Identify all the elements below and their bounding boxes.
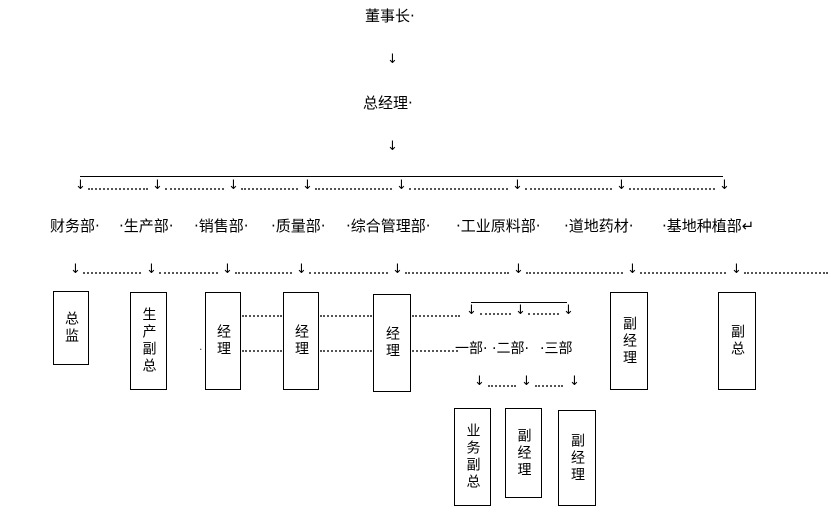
dot-marker: ·	[199, 343, 204, 356]
dotted-filler	[88, 188, 148, 190]
box-label: 业务副总	[464, 423, 481, 491]
box-label: 副经理	[621, 315, 637, 367]
arrow-sub-box-2: ↓	[521, 374, 532, 389]
box-label: 经理	[215, 324, 231, 358]
dept-base-planting: ·基地种植部↵	[662, 217, 755, 235]
dotted-filler	[488, 385, 516, 387]
arrow-sub-3: ↓	[222, 262, 233, 277]
arrow-sub-unit-1: ↓	[466, 303, 477, 318]
arrow-sub-6: ↓	[513, 262, 524, 277]
general-manager-node: 总经理·	[363, 94, 413, 112]
arrow-dept-4: ↓	[302, 178, 313, 193]
dotted-connector	[242, 350, 282, 352]
arrow-sub-4: ↓	[296, 262, 307, 277]
arrow-sub-7: ↓	[627, 262, 638, 277]
dotted-filler	[525, 188, 612, 190]
dotted-filler	[629, 188, 715, 190]
box-sales-manager: 经理	[205, 292, 241, 390]
dotted-filler	[235, 272, 292, 274]
box-unit3-deputy-manager: 副经理	[558, 410, 596, 506]
dotted-filler	[309, 272, 388, 274]
box-label: 副经理	[569, 432, 585, 484]
arrow-dept-7: ↓	[616, 178, 627, 193]
dotted-filler	[526, 272, 623, 274]
dotted-filler	[405, 272, 509, 274]
arrow-sub-8: ↓	[731, 262, 742, 277]
dotted-connector	[412, 315, 460, 317]
dept-sales: ·销售部·	[194, 217, 249, 235]
box-label: 副总	[729, 324, 745, 358]
sub-unit-2: ·二部·	[492, 341, 529, 357]
dotted-connector	[320, 315, 372, 317]
arrow-sub-5: ↓	[392, 262, 403, 277]
dept-production: ·生产部·	[119, 217, 174, 235]
arrow-dept-5: ↓	[396, 178, 407, 193]
arrow-sub-1: ↓	[70, 262, 81, 277]
box-label: 总监	[63, 311, 79, 345]
box-unit1-business-vp: 业务副总	[454, 408, 491, 506]
sub-unit-3: ·三部	[540, 341, 573, 357]
box-unit2-deputy-manager: 副经理	[505, 408, 542, 498]
arrow-dept-1: ↓	[75, 178, 86, 193]
box-admin-manager: 经理	[373, 294, 411, 392]
arrow-gm-to-branch: ↓	[387, 139, 398, 154]
arrow-dept-2: ↓	[152, 178, 163, 193]
dotted-filler	[640, 272, 726, 274]
arrow-sub-box-1: ↓	[474, 374, 485, 389]
box-planting-deputy-gm: 副总	[718, 292, 756, 390]
dept-industrial-materials: ·工业原料部·	[456, 217, 541, 235]
dotted-filler	[159, 272, 218, 274]
dotted-connector	[412, 350, 458, 352]
dotted-filler	[528, 313, 559, 315]
sub-branch-line	[471, 302, 567, 303]
box-herbs-deputy-manager: 副经理	[610, 292, 648, 390]
box-label: 经理	[384, 326, 400, 360]
dotted-filler	[535, 385, 563, 387]
box-label: 经理	[293, 324, 309, 358]
sub-unit-1: 一部·	[455, 341, 488, 357]
dept-authentic-herbs: ·道地药材·	[564, 217, 634, 235]
arrow-sub-unit-3: ↓	[563, 303, 574, 318]
dept-general-admin: ·综合管理部·	[346, 217, 431, 235]
dotted-filler	[241, 188, 298, 190]
arrow-dept-8: ↓	[719, 178, 730, 193]
dotted-connector	[320, 350, 372, 352]
dotted-connector	[242, 315, 282, 317]
arrow-sub-2: ↓	[146, 262, 157, 277]
dept-branch-line	[80, 176, 723, 177]
arrow-sub-unit-2: ↓	[515, 303, 526, 318]
arrow-chairman-to-gm: ↓	[387, 52, 398, 67]
arrow-dept-6: ↓	[512, 178, 523, 193]
dotted-filler	[744, 272, 828, 274]
dotted-filler	[83, 272, 141, 274]
box-label: 副经理	[515, 427, 532, 479]
arrow-sub-box-3: ↓	[569, 374, 580, 389]
box-quality-manager: 经理	[283, 292, 319, 390]
dotted-filler	[315, 188, 392, 190]
box-label: 生产副总	[140, 307, 157, 375]
arrow-dept-3: ↓	[228, 178, 239, 193]
box-production-vp: 生产副总	[130, 292, 167, 390]
dept-quality: ·质量部·	[271, 217, 326, 235]
chairman-node: 董事长·	[365, 7, 415, 25]
dotted-filler	[409, 188, 508, 190]
box-finance-director: 总监	[53, 291, 89, 365]
dept-finance: 财务部·	[50, 217, 100, 235]
dotted-filler	[480, 313, 511, 315]
dotted-filler	[165, 188, 224, 190]
